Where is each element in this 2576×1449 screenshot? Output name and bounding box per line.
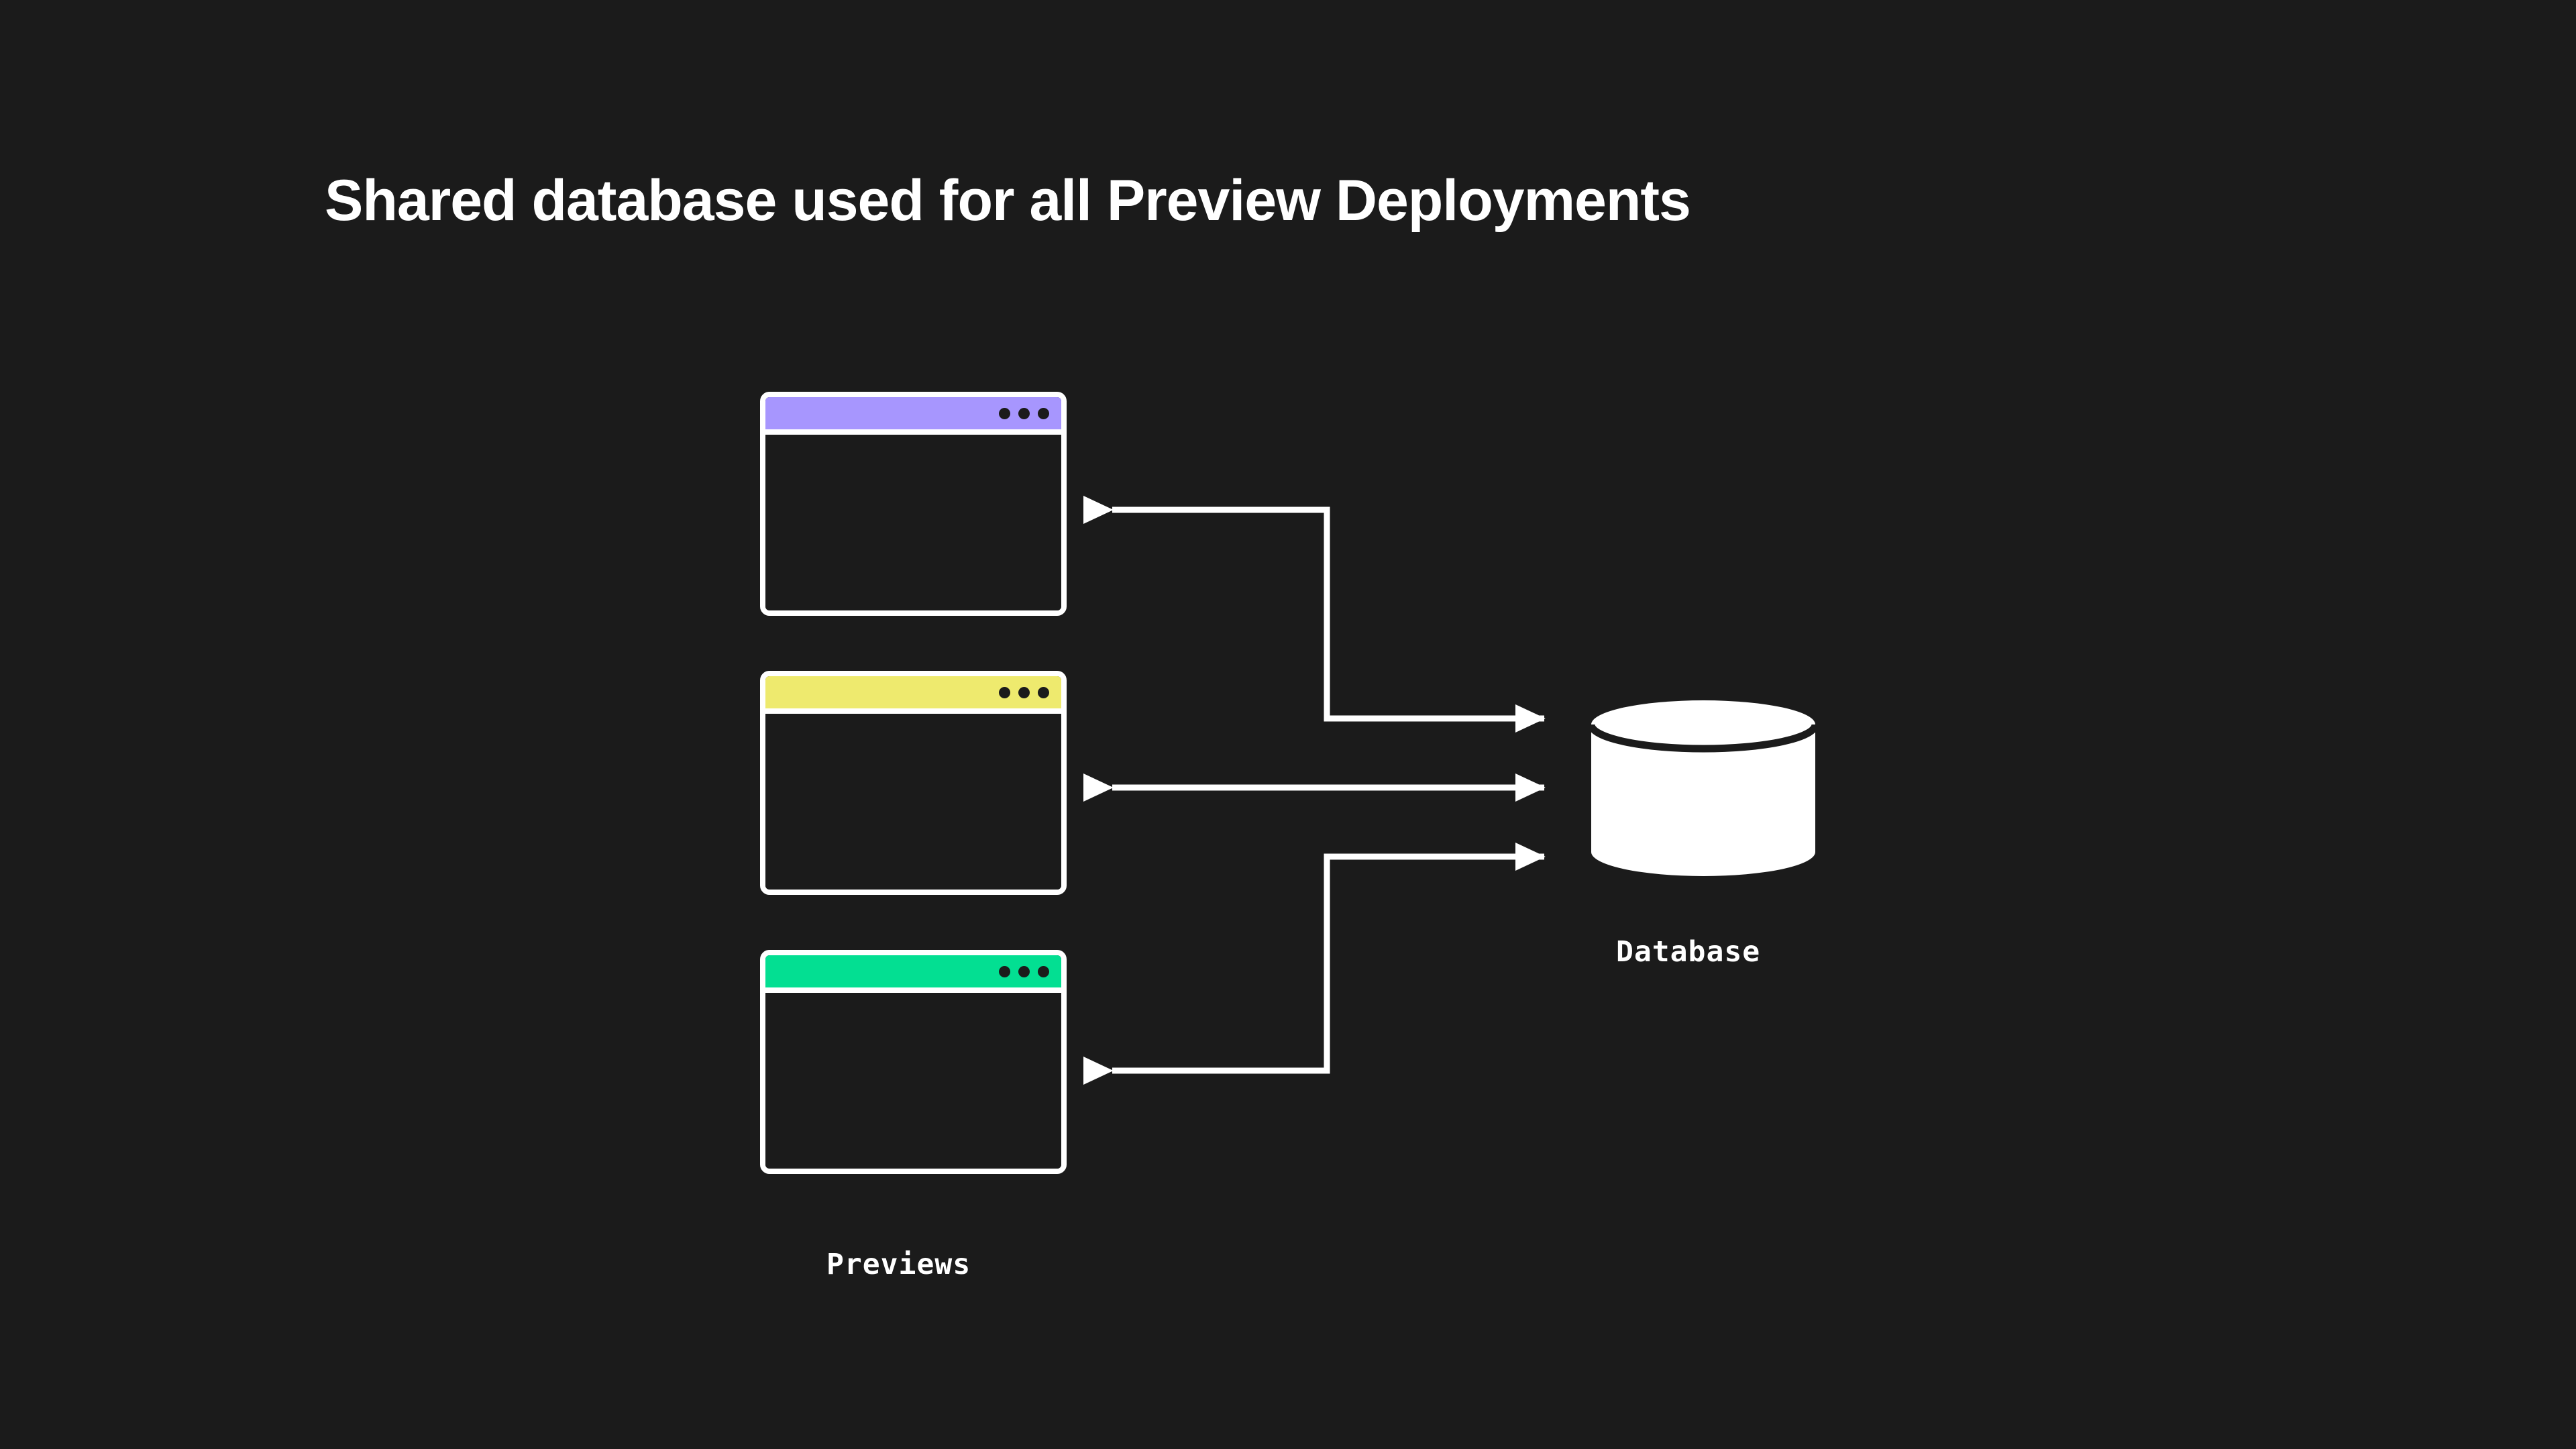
preview-window-purple[interactable] [760, 392, 1067, 616]
database-label: Database [1616, 935, 1761, 969]
window-controls[interactable] [999, 686, 1049, 698]
page-title: Shared database used for all Preview Dep… [325, 168, 1691, 233]
window-dot-icon[interactable] [1018, 686, 1030, 698]
window-content [765, 993, 1061, 1169]
connector-purple-to-database [1083, 495, 1546, 733]
window-dot-icon[interactable] [1018, 965, 1030, 977]
window-dot-icon[interactable] [1038, 407, 1049, 419]
window-dot-icon[interactable] [999, 407, 1010, 419]
window-controls[interactable] [999, 407, 1049, 419]
previews-group-label: Previews [826, 1248, 971, 1281]
preview-window-green[interactable] [760, 950, 1067, 1174]
database-cylinder-icon [1591, 700, 1815, 876]
window-dot-icon[interactable] [1038, 965, 1049, 977]
window-controls[interactable] [999, 965, 1049, 977]
connector-green-to-database [1083, 842, 1546, 1085]
window-titlebar [765, 955, 1061, 993]
window-content [765, 435, 1061, 610]
window-dot-icon[interactable] [1018, 407, 1030, 419]
window-dot-icon[interactable] [1038, 686, 1049, 698]
window-dot-icon[interactable] [999, 965, 1010, 977]
window-dot-icon[interactable] [999, 686, 1010, 698]
window-titlebar [765, 397, 1061, 435]
window-titlebar [765, 676, 1061, 714]
preview-window-yellow[interactable] [760, 671, 1067, 895]
window-content [765, 714, 1061, 890]
